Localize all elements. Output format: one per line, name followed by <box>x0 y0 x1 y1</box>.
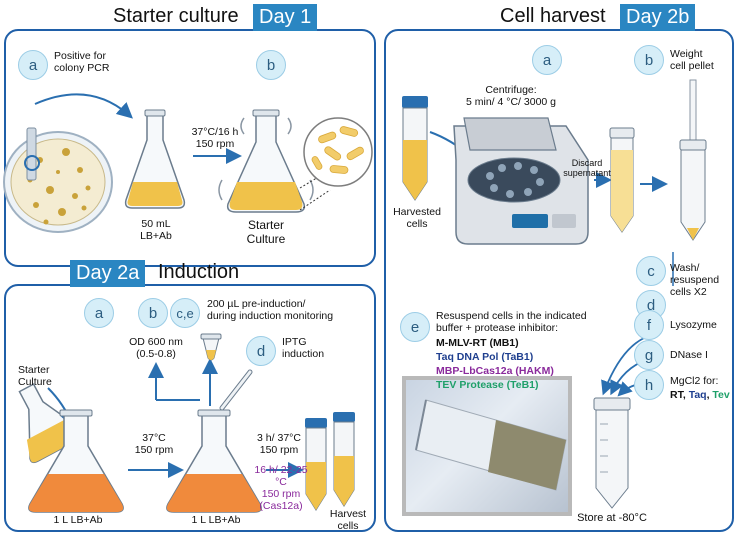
starter-culture-title: Starter culture <box>113 5 239 27</box>
storage-tube-icon <box>593 397 631 509</box>
shaking-flask-icon <box>218 109 314 213</box>
store-label: Store at -80°C <box>577 512 647 524</box>
harvested-tube-icon <box>402 96 428 201</box>
starter-culture-label: Starter Culture <box>246 218 286 246</box>
step-d2b-g: g <box>634 340 664 370</box>
day1-panel <box>4 29 376 267</box>
mg-sep-2: , <box>706 389 713 401</box>
harvested-cells-label: Harvested cells <box>393 206 441 230</box>
cell-harvest-title: Cell harvest <box>500 5 606 27</box>
mgcl2-label: MgCl2 for: <box>670 375 719 387</box>
wash-label: Wash/ resuspend cells X2 <box>670 262 720 298</box>
centrifuge-icon <box>453 117 589 245</box>
large-flask-icon-2 <box>166 409 262 513</box>
buffer-list: M-MLV-RT (MB1) Taq DNA Pol (TaB1) MBP-LbCa… <box>436 336 554 392</box>
step-d2a-d: d <box>246 336 276 366</box>
dnase-label: DNase I <box>670 349 708 361</box>
mg-sep-1: , <box>682 389 689 401</box>
buffer-item: Taq DNA Pol (TaB1) <box>436 351 534 363</box>
flask2-label: 1 L LB+Ab <box>191 514 241 526</box>
step-d2b-e: e <box>400 312 430 342</box>
falcon-tubes-icon <box>305 412 355 511</box>
flask-50ml-label: 50 mL LB+Ab <box>140 218 172 242</box>
induction-title: Induction <box>158 261 240 283</box>
petri-dish-icon <box>3 127 113 233</box>
step-d2b-a: a <box>532 45 562 75</box>
harvest-cells-label: Harvest cells <box>329 508 367 532</box>
discard-label: Discard supernatant <box>563 158 611 178</box>
weighing-tube-icon <box>679 79 707 241</box>
od-label: OD 600 nm (0.5-0.8) <box>129 336 183 360</box>
flask1-label: 1 L LB+Ab <box>53 514 103 526</box>
pellet-tube-icon <box>609 127 635 233</box>
mg-taq: Taq <box>688 389 707 401</box>
day1-badge: Day 1 <box>253 4 318 31</box>
buffer-item: M-MLV-RT (MB1) <box>436 337 519 349</box>
resuspended-pellet-photo <box>402 376 572 516</box>
step-d1-a: a <box>18 50 48 80</box>
step-d2b-b: b <box>634 45 664 75</box>
day2a-badge: Day 2a <box>70 260 146 287</box>
day2b-panel <box>384 29 734 532</box>
step-d2a-b: b <box>138 298 168 328</box>
pipette-icon <box>219 369 253 411</box>
induction-std-label: 3 h/ 37°C 150 rpm <box>257 432 301 456</box>
step-d2a-ce: c,e <box>170 298 200 328</box>
sampling-label: 200 µL pre-induction/ during induction m… <box>207 298 334 322</box>
eppendorf-tube-icon <box>200 333 222 361</box>
step-d2b-f: f <box>634 310 664 340</box>
growth-label: 37°C 150 rpm <box>134 432 174 456</box>
buffer-item: TEV Protease (TeB1) <box>436 379 539 391</box>
step-d2b-c: c <box>636 256 666 286</box>
day2b-badge: Day 2b <box>620 4 696 31</box>
induction-cas-label: 16 h/ 22-25 °C 150 rpm (Cas12a) <box>254 464 308 512</box>
mgcl2-targets: RT, Taq, Tev <box>670 389 730 401</box>
resuspend-label: Resuspend cells in the indicated buffer … <box>436 310 587 334</box>
mg-rt: RT <box>670 389 683 401</box>
incubation-label: 37°C/16 h 150 rpm <box>191 126 239 150</box>
large-flask-icon-1 <box>28 409 124 513</box>
positive-pcr-label: Positive for colony PCR <box>54 50 110 74</box>
small-flask-icon <box>124 109 186 209</box>
iptg-label: IPTG induction <box>282 336 325 360</box>
day2a-panel <box>4 284 376 532</box>
starter-culture-label-2a: Starter Culture <box>18 364 52 388</box>
centrifuge-label: Centrifuge: 5 min/ 4 °C/ 3000 g <box>466 84 556 108</box>
step-d2b-h: h <box>634 370 664 400</box>
lysozyme-label: Lysozyme <box>670 319 717 331</box>
buffer-item: MBP-LbCas12a (HAKM) <box>436 365 554 377</box>
bacteria-zoom-icon <box>303 117 373 187</box>
step-d1-b: b <box>256 50 286 80</box>
step-d2a-a: a <box>84 298 114 328</box>
weight-label: Weight cell pellet <box>670 48 714 72</box>
mg-tev: Tev <box>712 389 730 401</box>
